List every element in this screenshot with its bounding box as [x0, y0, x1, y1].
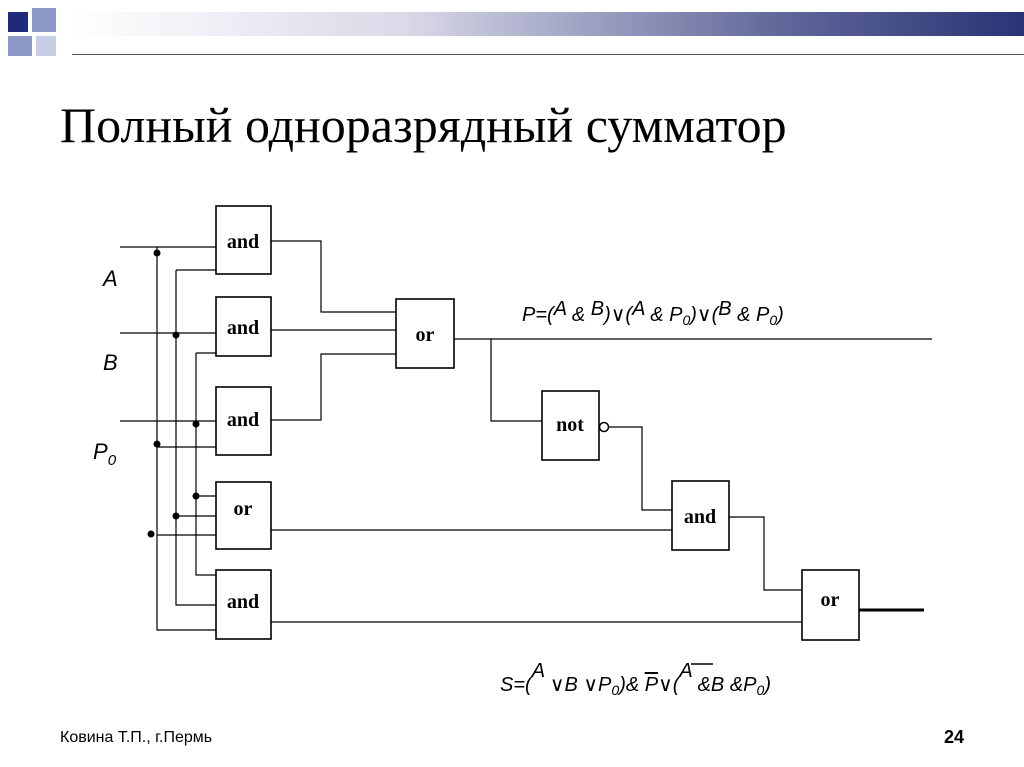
gate-and-mid-label: and	[684, 506, 716, 528]
gate-or-sum-label: or	[821, 589, 840, 611]
header-square	[32, 8, 56, 32]
gate-or-inputs: or	[215, 481, 272, 550]
gate-and-bottom: and	[215, 569, 272, 640]
page-number: 24	[943, 727, 964, 747]
gate-and-3: and	[215, 386, 272, 456]
gate-or-inputs-label: or	[234, 498, 253, 520]
header-gradient-bar	[72, 12, 1024, 36]
header-square	[8, 36, 32, 56]
gate-not-label: not	[556, 414, 584, 436]
carry-formula: P=(A & B)∨(A & P0)∨(B & P0)	[522, 298, 784, 328]
input-p0-label: P0	[93, 439, 117, 469]
p-negated: P	[645, 674, 659, 696]
gate-and-1-label: and	[227, 231, 259, 253]
input-a-label: A	[101, 266, 118, 291]
slide-header	[0, 0, 1024, 60]
gate-or-sum: or	[801, 569, 860, 641]
not-bubble	[598, 421, 610, 433]
input-b-label: B	[103, 350, 118, 375]
footer-author: Ковина Т.П., г.Пермь	[60, 729, 213, 746]
sum-formula: S=(A ∨B ∨P0)& P∨(A &B &P0)	[500, 660, 771, 698]
header-square	[36, 36, 56, 56]
header-square	[8, 12, 28, 32]
gate-not: not	[541, 390, 610, 461]
header-rule	[72, 54, 1024, 55]
gate-or-carry-label: or	[416, 324, 435, 346]
gate-and-1: and	[215, 205, 272, 275]
junction-dots	[147, 249, 200, 538]
gate-and-2: and	[215, 296, 272, 357]
gate-or-carry: or	[395, 298, 455, 369]
gate-and-2-label: and	[227, 317, 259, 339]
slide-title: Полный одноразрядный сумматор	[60, 97, 787, 153]
gate-and-bottom-label: and	[227, 591, 259, 613]
gate-and-3-label: and	[227, 409, 259, 431]
gate-and-mid: and	[671, 480, 730, 551]
